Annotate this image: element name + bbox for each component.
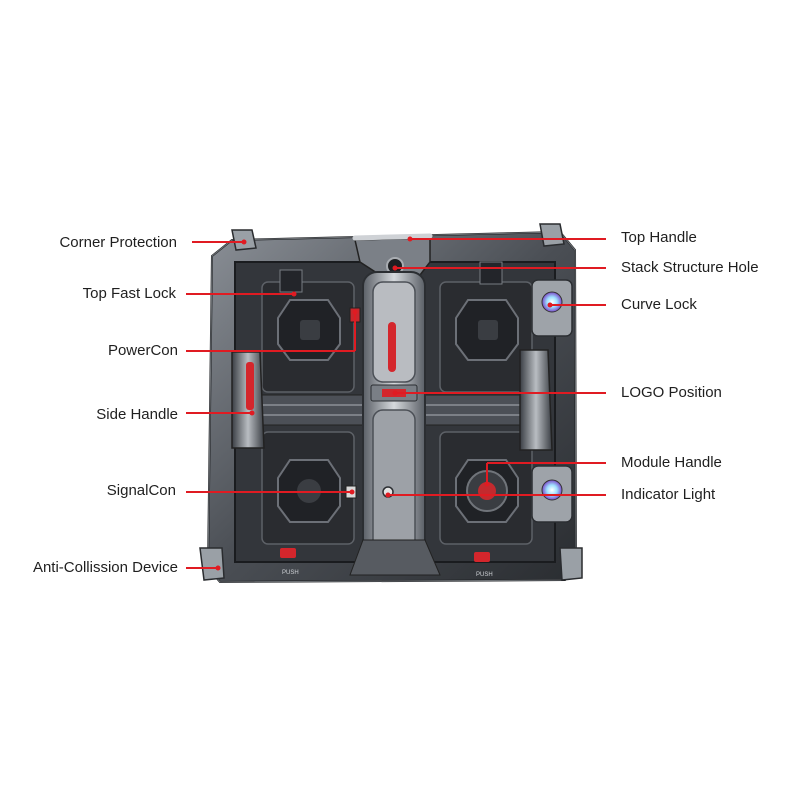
label-top-handle: Top Handle bbox=[621, 229, 697, 246]
label-logo-position: LOGO Position bbox=[621, 384, 722, 401]
label-indicator-light: Indicator Light bbox=[621, 486, 716, 503]
leader-dots bbox=[215, 236, 553, 571]
label-signalcon: SignalCon bbox=[106, 482, 176, 499]
side-handles bbox=[231, 349, 553, 451]
module-quadrants bbox=[261, 281, 533, 545]
label-anti-collision-device: Anti-Collission Device bbox=[32, 559, 178, 576]
label-corner-protection: Corner Protection bbox=[59, 234, 177, 251]
corner-protections bbox=[199, 223, 583, 581]
label-top-fast-lock: Top Fast Lock bbox=[82, 285, 176, 302]
leader-lines bbox=[186, 238, 606, 569]
label-side-handle: Side Handle bbox=[96, 406, 178, 423]
push-label: PUSH bbox=[282, 570, 299, 576]
label-curve-lock: Curve Lock bbox=[621, 296, 697, 313]
push-label: PUSH bbox=[476, 572, 493, 578]
label-stack-structure-hole: Stack Structure Hole bbox=[621, 259, 759, 276]
label-module-handle: Module Handle bbox=[621, 454, 722, 471]
central-spine bbox=[349, 233, 441, 576]
push-tabs: PUSH PUSH bbox=[280, 548, 493, 578]
label-powercon: PowerCon bbox=[107, 342, 178, 359]
